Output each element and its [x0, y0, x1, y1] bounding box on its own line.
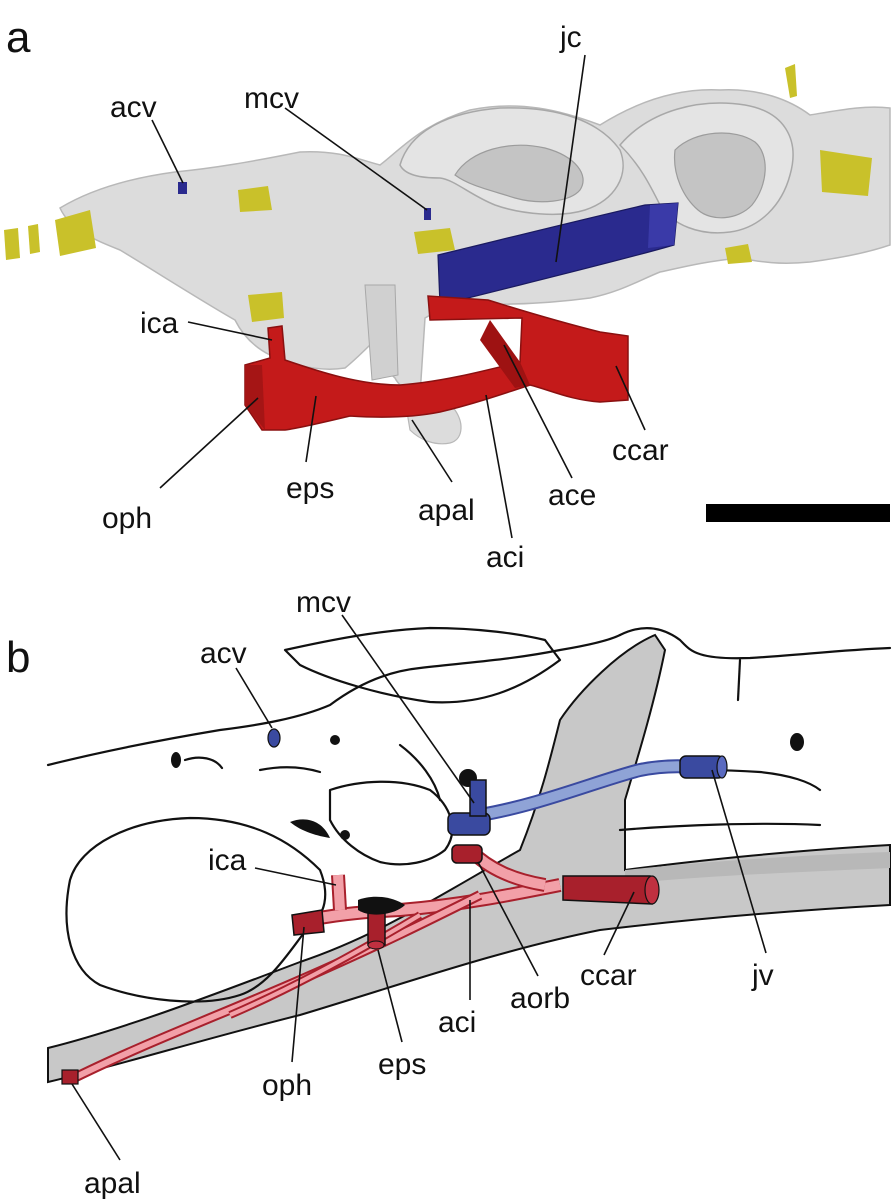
leader-ace-a — [503, 344, 573, 479]
skull-arch-hole-2 — [673, 132, 766, 219]
label-acv-b: acv — [200, 637, 247, 670]
leader-apal-a — [411, 419, 453, 483]
leader-mcv-b — [341, 614, 475, 804]
outline-fossa — [328, 780, 454, 866]
label-ace-a: ace — [548, 479, 596, 512]
outline-upper — [46, 633, 622, 767]
veins-b — [267, 728, 728, 836]
mcv-segment — [447, 812, 491, 836]
leader-oph-b — [291, 926, 305, 1063]
panel-b-label: b — [6, 633, 30, 682]
nerve-1 — [4, 228, 20, 260]
leader-acv-b — [235, 667, 273, 729]
label-acv-a: acv — [110, 91, 157, 124]
oph-stub-3d — [245, 365, 265, 430]
label-aci-b: aci — [438, 1006, 476, 1039]
bone-gray-band — [625, 852, 890, 884]
label-ccar-a: ccar — [612, 434, 669, 467]
outline-small-3 — [398, 743, 442, 802]
nerve-9 — [785, 64, 797, 98]
acv-vessel-3d — [178, 182, 187, 194]
nerve-foramina — [4, 64, 872, 322]
skull-pillar — [364, 284, 399, 381]
nerve-7 — [725, 244, 752, 264]
label-ica-a: ica — [140, 307, 179, 340]
oph-3d — [291, 909, 325, 936]
label-apal-b: apal — [84, 1167, 141, 1200]
bone-gray-region — [47, 633, 891, 1084]
ccar-3d — [562, 875, 653, 905]
leader-acv-a — [151, 119, 184, 184]
leader-ica-a — [187, 321, 273, 341]
leader-ica-b — [254, 867, 337, 886]
label-oph-a: oph — [102, 502, 152, 535]
jv-end-cap — [716, 755, 728, 779]
outline-small-1 — [183, 756, 224, 770]
acv-vessel-2d — [267, 728, 281, 748]
spot-4 — [290, 819, 330, 838]
label-aorb-b: aorb — [510, 982, 570, 1015]
leader-oph-a — [159, 397, 259, 489]
dark-junction — [358, 896, 405, 915]
leader-ccar-b — [603, 891, 635, 956]
outline-crest — [283, 626, 562, 704]
label-jc-a: jc — [559, 21, 582, 54]
jugular-canal-end — [648, 203, 678, 248]
aorb-stub — [451, 844, 483, 864]
eps-3d — [367, 909, 386, 946]
scale-bar — [706, 504, 890, 522]
label-ccar-b: ccar — [580, 959, 637, 992]
leader-mcv-a — [284, 107, 428, 211]
nerve-4 — [238, 186, 272, 212]
outline-upper-right — [618, 626, 892, 660]
leader-aorb-b — [477, 861, 539, 977]
label-ica-b: ica — [208, 844, 247, 877]
artery-network — [244, 295, 629, 431]
spot-3 — [340, 830, 350, 840]
spot-2 — [330, 735, 340, 745]
label-eps-b: eps — [378, 1048, 426, 1081]
panel-a-label: a — [6, 13, 31, 62]
nerve-3 — [55, 210, 96, 256]
leader-eps-b — [377, 949, 403, 1043]
leaders-b — [71, 614, 767, 1161]
nerve-6 — [414, 228, 455, 254]
leader-jv-b — [711, 769, 767, 954]
label-jv-b: jv — [751, 959, 774, 992]
foramina-b — [171, 733, 804, 840]
leader-jc-a — [555, 54, 586, 263]
outline-small-2 — [258, 766, 322, 774]
ica — [333, 874, 345, 911]
apal-end — [61, 1069, 79, 1085]
nerve-5 — [248, 292, 284, 322]
leader-aci-a — [485, 394, 513, 539]
label-apal-a: apal — [418, 494, 475, 527]
label-aci-a: aci — [486, 541, 524, 574]
mcv-vertical — [469, 779, 487, 817]
label-mcv-a: mcv — [244, 82, 299, 115]
panel-a: a — [4, 13, 891, 574]
panel-b: b — [6, 586, 892, 1200]
spot-6 — [790, 733, 804, 751]
leader-apal-b — [71, 1083, 121, 1161]
leader-ccar-a — [615, 365, 646, 431]
ccar-cap — [644, 875, 660, 905]
label-oph-b: oph — [262, 1069, 312, 1102]
aci-vessel — [229, 913, 422, 1017]
label-eps-a: eps — [286, 472, 334, 505]
nerve-2 — [28, 224, 40, 254]
leaders-a — [151, 54, 646, 539]
skull-arch-hole-1 — [454, 144, 584, 203]
nerve-8 — [820, 150, 872, 196]
mcv-vessel-3d — [424, 208, 431, 220]
spot-1 — [171, 752, 181, 768]
label-mcv-b: mcv — [296, 586, 351, 619]
leader-eps-a — [305, 395, 317, 463]
eps-cap — [367, 940, 385, 950]
outline-tick-1 — [736, 658, 742, 702]
outline-right-ridge-2 — [618, 822, 822, 832]
artery-main — [298, 880, 561, 927]
